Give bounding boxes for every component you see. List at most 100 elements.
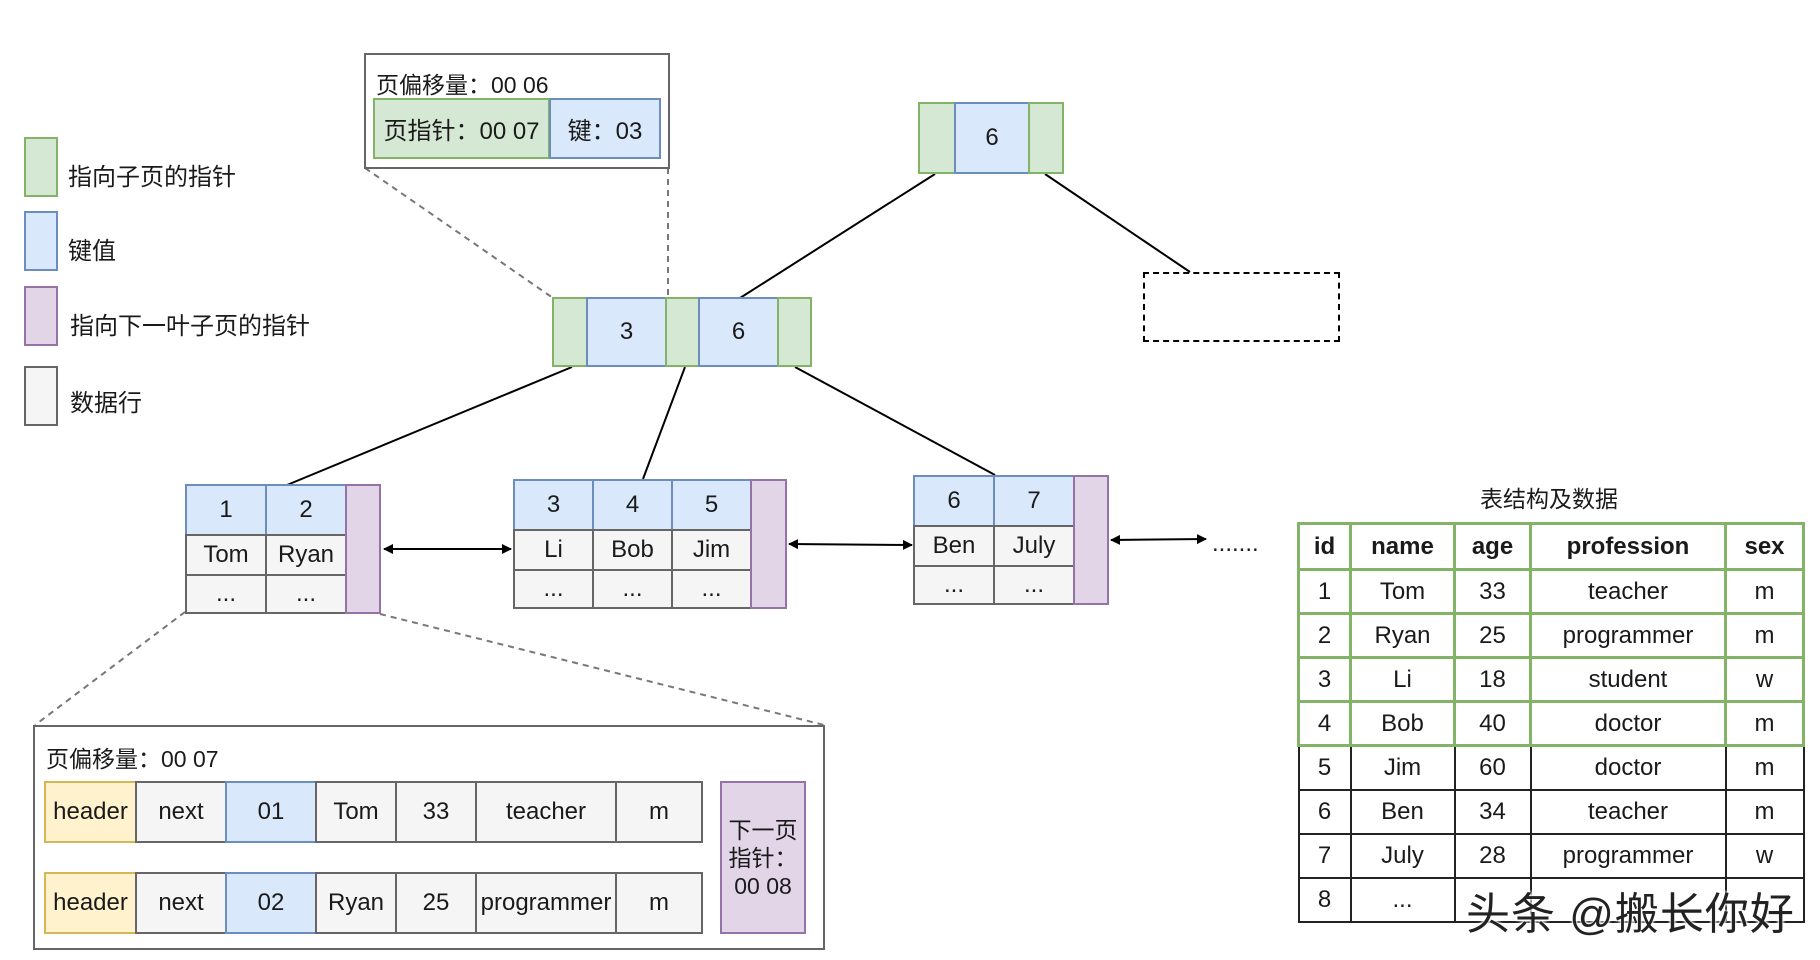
leaf2-row-name-1: Li <box>513 529 594 571</box>
inner-page-pointer: 页指针：00 07 <box>373 98 550 159</box>
leaf2-row-more-2: ... <box>592 569 673 609</box>
row2-age: 25 <box>395 872 477 934</box>
table-cell: doctor <box>1529 700 1727 747</box>
next-page-pointer-line1: 下一页 <box>728 816 798 843</box>
leaf1-row-name-1: Tom <box>185 534 267 576</box>
edge-inner-leaf1 <box>286 366 573 486</box>
inner-key: 键：03 <box>549 98 661 159</box>
leaf2-row-more-1: ... <box>513 569 594 609</box>
row1-key: 01 <box>225 781 317 843</box>
unexpanded-page <box>1143 272 1340 342</box>
table-cell: Li <box>1349 656 1456 703</box>
callout-leaf-right <box>379 613 825 726</box>
legend-swatch-gray <box>24 366 58 426</box>
row2-sex: m <box>615 872 703 934</box>
leaf2-row-more-3: ... <box>671 569 752 609</box>
table-cell: m <box>1724 744 1805 791</box>
table-cell: doctor <box>1529 744 1727 791</box>
table-cell <box>1453 876 1532 923</box>
leaf3-row-more-2: ... <box>993 565 1075 605</box>
row1-sex: m <box>615 781 703 843</box>
row1-age: 33 <box>395 781 477 843</box>
inner-pointer-1 <box>665 297 700 367</box>
table-header-row: id name age profession sex <box>1297 522 1805 571</box>
edge-root-right <box>1044 173 1191 273</box>
table-row: 8... <box>1297 876 1805 923</box>
col-id: id <box>1297 522 1352 571</box>
table-cell: July <box>1349 832 1456 879</box>
table-cell: ... <box>1349 876 1456 923</box>
table-cell: m <box>1724 568 1805 615</box>
leaf3-key-6: 6 <box>913 475 995 527</box>
legend-label-next-leaf-pointer: 指向下一叶子页的指针 <box>70 313 310 340</box>
table-cell: m <box>1724 612 1805 659</box>
leaf2-key-4: 4 <box>592 479 673 531</box>
table-cell: m <box>1724 788 1805 835</box>
table-cell: Ryan <box>1349 612 1456 659</box>
row2-name: Ryan <box>315 872 397 934</box>
row2-header: header <box>44 872 137 934</box>
root-key: 6 <box>954 102 1030 174</box>
table-cell: Bob <box>1349 700 1456 747</box>
table-cell: teacher <box>1529 788 1727 835</box>
col-profession: profession <box>1529 522 1727 571</box>
leaf2-row-name-3: Jim <box>671 529 752 571</box>
row1-next: next <box>135 781 227 843</box>
root-child-pointer-left <box>918 102 956 174</box>
inner-pointer-0 <box>552 297 588 367</box>
callout-leaf-left <box>34 611 186 726</box>
leaf2-row-name-2: Bob <box>592 529 673 571</box>
watermark: 头条 @搬长你好 <box>1466 890 1795 939</box>
table-cell: 4 <box>1297 700 1352 747</box>
root-child-pointer-right <box>1028 102 1064 174</box>
leaf3-row-name-2: July <box>993 525 1075 567</box>
table-cell: 3 <box>1297 656 1352 703</box>
table-cell: 33 <box>1453 568 1532 615</box>
leaf3-row-more-1: ... <box>913 565 995 605</box>
legend-swatch-green <box>24 137 58 197</box>
leaf1-next-pointer <box>345 484 381 614</box>
row1-name: Tom <box>315 781 397 843</box>
leaf-offset-label: 页偏移量：00 07 <box>46 746 219 772</box>
next-page-pointer: 下一页 指针： 00 08 <box>720 781 806 934</box>
table-cell: Jim <box>1349 744 1456 791</box>
col-sex: sex <box>1724 522 1805 571</box>
row1-profession: teacher <box>475 781 617 843</box>
leaf2-next-pointer <box>750 479 787 609</box>
table-cell: 25 <box>1453 612 1532 659</box>
inner-offset-label: 页偏移量：00 06 <box>376 72 549 98</box>
legend-label-child-pointer: 指向子页的指针 <box>68 164 236 191</box>
table-cell: w <box>1724 832 1805 879</box>
next-page-pointer-line3: 00 08 <box>734 872 792 899</box>
table-cell: m <box>1724 700 1805 747</box>
table-cell: 6 <box>1297 788 1352 835</box>
legend-label-key: 键值 <box>68 238 116 265</box>
leaf1-key-1: 1 <box>185 484 267 536</box>
edge-inner-leaf2 <box>642 366 686 480</box>
edge-root-inner <box>739 173 936 299</box>
table-cell: 1 <box>1297 568 1352 615</box>
leaf3-row-name-1: Ben <box>913 525 995 567</box>
table-cell: 8 <box>1297 876 1352 923</box>
table-cell: student <box>1529 656 1727 703</box>
table-cell: w <box>1724 656 1805 703</box>
table-cell <box>1724 876 1805 923</box>
leaf2-key-5: 5 <box>671 479 752 531</box>
row1-header: header <box>44 781 137 843</box>
table-cell: programmer <box>1529 832 1727 879</box>
col-name: name <box>1349 522 1456 571</box>
leaf-continuation: ....... <box>1212 530 1259 557</box>
edge-inner-leaf3 <box>794 366 996 476</box>
leaf1-key-2: 2 <box>265 484 347 536</box>
table-title: 表结构及数据 <box>1480 486 1618 512</box>
table-cell: 7 <box>1297 832 1352 879</box>
table-cell: Ben <box>1349 788 1456 835</box>
table-cell: teacher <box>1529 568 1727 615</box>
leaf2-key-3: 3 <box>513 479 594 531</box>
next-page-pointer-line2: 指针： <box>728 844 798 871</box>
